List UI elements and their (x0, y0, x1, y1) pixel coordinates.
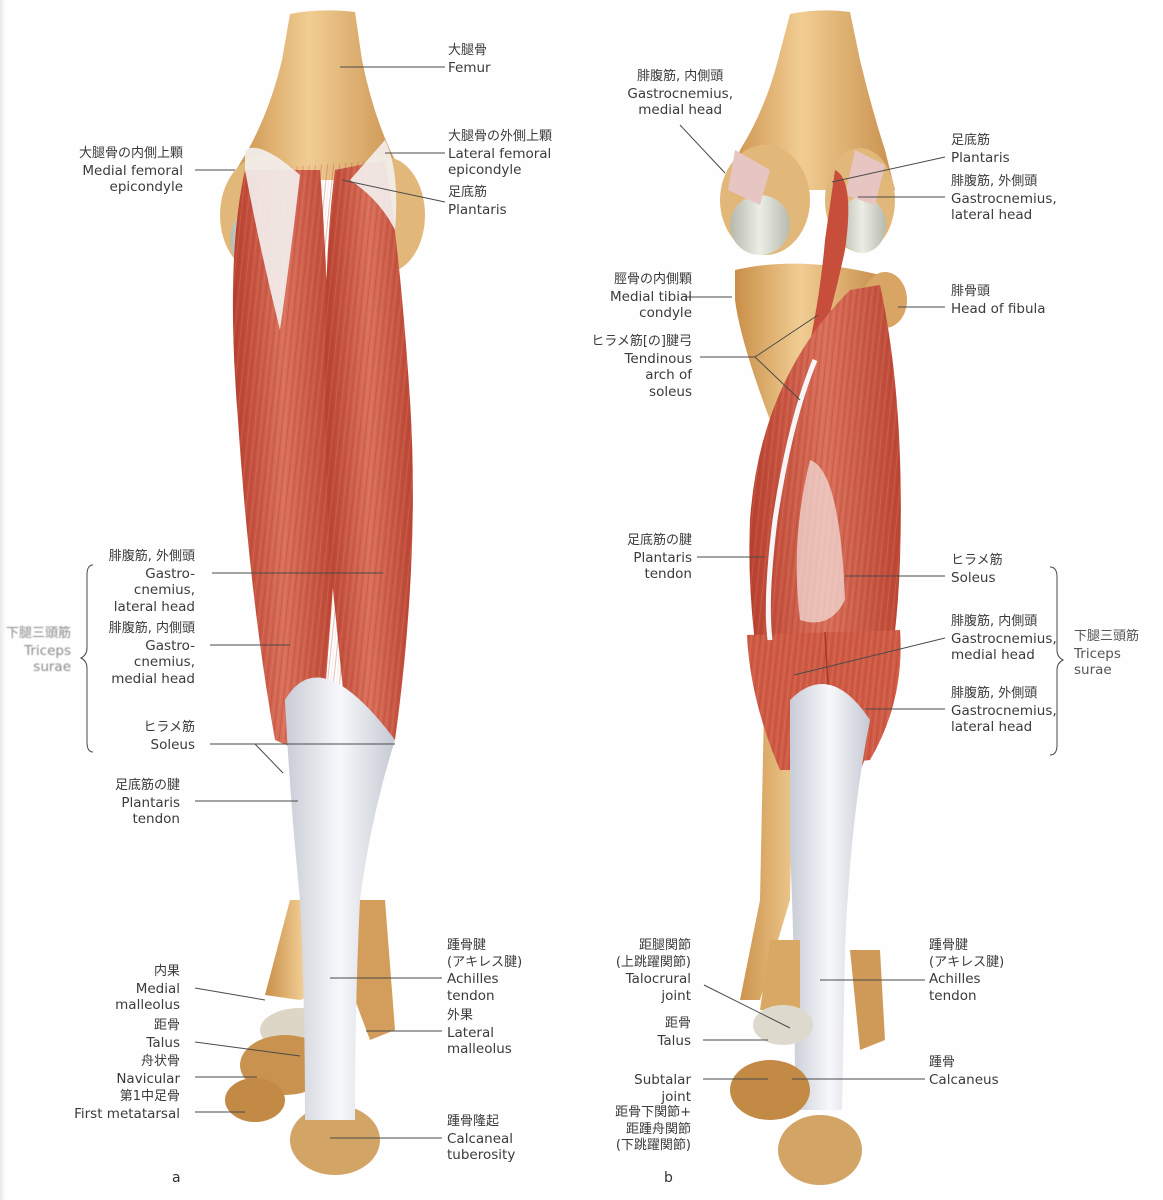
label-talus-a: 距骨 Talus (146, 1018, 180, 1051)
label-triceps-surae-b: 下腿三頭筋 Triceps surae (1074, 629, 1140, 678)
label-plantaris-a: 足底筋 Plantaris (448, 185, 507, 218)
label-calcaneal-tuberosity: 踵骨隆起 Calcaneal tuberosity (447, 1114, 516, 1163)
label-tendinous-arch-of-soleus: ヒラメ筋[の]腱弓 Tendinous arch of soleus (591, 334, 692, 400)
label-gastrocnemius-medial-head-a: 腓腹筋, 内側頭 Gastro- cnemius, medial head (108, 621, 195, 687)
label-medial-malleolus: 内果 Medial malleolus (115, 964, 180, 1013)
label-soleus-a: ヒラメ筋 Soleus (143, 720, 195, 753)
panel-letter-b: b (664, 1170, 673, 1186)
label-medial-tibial-condyle: 脛骨の内側顆 Medial tibial condyle (610, 272, 692, 321)
label-medial-femoral-epicondyle: 大腿骨の内側上顆 Medial femoral epicondyle (78, 146, 183, 195)
leader-lines (79, 66, 1065, 1139)
label-plantaris-tendon-a: 足底筋の腱 Plantaris tendon (114, 778, 180, 827)
label-plantaris-b: 足底筋 Plantaris (951, 133, 1010, 166)
label-talus-b: 距骨 Talus (657, 1016, 691, 1049)
label-gastrocnemius-lateral-head-a: 腓腹筋, 外側頭 Gastro- cnemius, lateral head (108, 549, 195, 615)
label-lateral-malleolus: 外果 Lateral malleolus (447, 1008, 512, 1057)
label-lateral-femoral-epicondyle: 大腿骨の外側上顆 Lateral femoral epicondyle (448, 129, 553, 178)
label-first-metatarsal: 第1中足骨 First metatarsal (74, 1089, 180, 1122)
label-femur: 大腿骨 Femur (448, 43, 491, 76)
label-achilles-tendon-a: 踵骨腱 (アキレス腱) Achilles tendon (447, 938, 523, 1004)
label-gastrocnemius-medial-head-top-b: 腓腹筋, 内側頭 Gastrocnemius, medial head (627, 69, 733, 118)
page-edge-shadow (0, 0, 6, 1200)
label-achilles-tendon-b: 踵骨腱 (アキレス腱) Achilles tendon (929, 938, 1005, 1004)
label-head-of-fibula: 腓骨頭 Head of fibula (951, 284, 1046, 317)
label-talocrural-joint: 距腿関節 (上跳躍関節) Talocrural joint (615, 938, 691, 1004)
label-calcaneus: 踵骨 Calcaneus (929, 1055, 999, 1088)
label-gastrocnemius-lateral-head-b: 腓腹筋, 外側頭 Gastrocnemius, lateral head (951, 686, 1057, 735)
label-subtalar-joint: Subtalar joint 距骨下関節+ 距踵舟関節 (下跳躍関節) (615, 1072, 691, 1153)
label-triceps-surae-a: 下腿三頭筋 Triceps surae (5, 626, 71, 675)
panel-b-illustration (720, 10, 907, 1185)
panel-a-illustration (220, 10, 425, 1175)
label-gastrocnemius-lateral-head-top-b: 腓腹筋, 外側頭 Gastrocnemius, lateral head (951, 174, 1057, 223)
label-plantaris-tendon-b: 足底筋の腱 Plantaris tendon (626, 533, 692, 582)
label-navicular: 舟状骨 Navicular (116, 1054, 180, 1087)
panel-letter-a: a (172, 1170, 181, 1186)
label-gastrocnemius-medial-head-b: 腓腹筋, 内側頭 Gastrocnemius, medial head (951, 614, 1057, 663)
label-soleus-b: ヒラメ筋 Soleus (951, 553, 1003, 586)
